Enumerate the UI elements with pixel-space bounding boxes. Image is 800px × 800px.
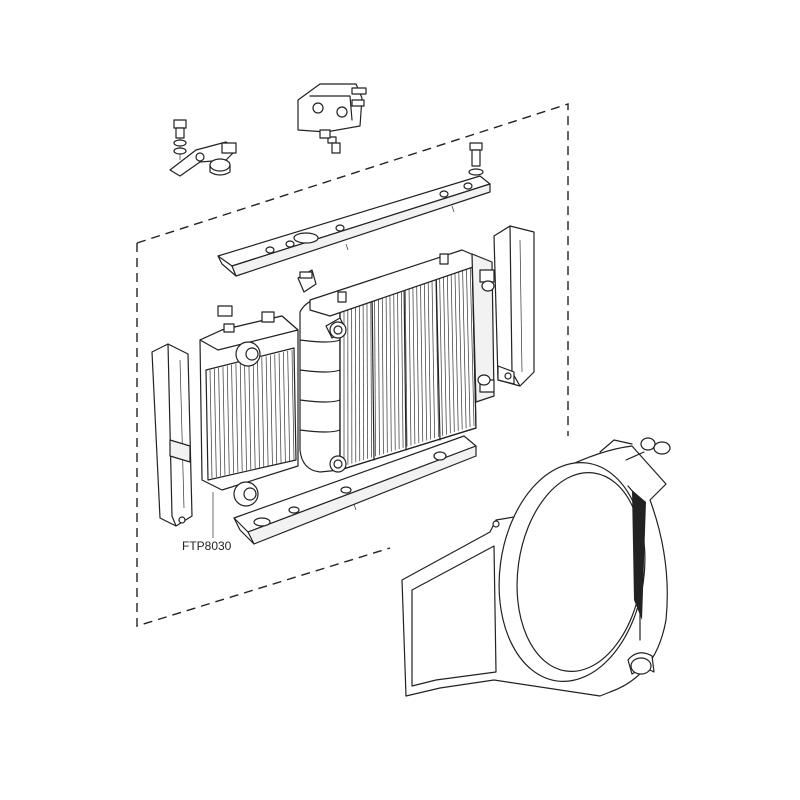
radiator-fin — [454, 261, 459, 431]
radiator-fin — [385, 285, 388, 453]
left-side-baffle — [151, 343, 193, 527]
cooler-fin — [231, 364, 234, 474]
radiator-fin — [469, 255, 475, 427]
cooler-fin — [226, 365, 230, 475]
fan-shroud — [401, 439, 668, 697]
radiator-fin — [431, 269, 435, 439]
cooler-fin — [274, 354, 278, 464]
cooler-fin — [270, 355, 273, 465]
radiator-fin — [408, 277, 412, 446]
radiator-fin — [370, 290, 372, 458]
radiator-fin — [378, 287, 380, 456]
radiator-fin — [423, 271, 428, 441]
cooler-fin — [287, 351, 291, 461]
cooler-fin — [257, 358, 260, 468]
radiator-fin — [400, 279, 404, 448]
radiator-fin — [439, 266, 443, 436]
bottom-support-rail — [233, 435, 477, 545]
radiator-fin — [381, 286, 384, 454]
radiator-fin — [442, 265, 447, 435]
right-side-baffle — [493, 225, 535, 387]
radiator-fin — [393, 282, 396, 451]
cooler-fin — [248, 360, 252, 470]
upper-left-mounting-bracket — [169, 119, 237, 177]
radiator-fin — [420, 273, 424, 442]
radiator-fin — [397, 281, 400, 450]
cooler-fin — [291, 349, 295, 461]
cooler-fin — [252, 359, 256, 469]
cooler-fin — [283, 352, 286, 462]
cooler-fin — [265, 356, 269, 466]
radiator-fin — [462, 258, 467, 429]
radiator-fin — [450, 262, 455, 433]
cooler-fin — [278, 353, 282, 463]
oil-cooler — [199, 305, 299, 507]
radiator-fin — [416, 274, 420, 443]
radiator-fin — [458, 259, 463, 430]
cooler-fin — [213, 368, 217, 478]
radiator-fin — [465, 257, 471, 428]
radiator-fin — [362, 293, 365, 460]
radiator-fin — [404, 278, 408, 447]
cooler-fin — [209, 369, 213, 479]
lower-shroud-clip — [627, 652, 655, 675]
upper-shroud-clip — [625, 437, 671, 461]
top-support-rail — [217, 175, 491, 277]
radiator-fin — [427, 270, 432, 440]
cooler-fin — [235, 363, 239, 473]
cooler-fin — [261, 357, 265, 467]
main-radiator — [297, 249, 495, 473]
cooler-fin — [218, 367, 221, 477]
radiator-fin — [412, 275, 416, 445]
cooler-fin — [244, 361, 247, 471]
upper-center-mounting-bracket — [297, 83, 367, 154]
part-reference-label: FTP8030 — [182, 539, 232, 553]
cooler-fin — [239, 362, 243, 472]
radiator-fin — [446, 263, 451, 434]
cooler-fin — [222, 366, 226, 476]
radiator-fin — [366, 291, 368, 459]
radiator-fin — [374, 289, 376, 457]
assembly-boundary — [136, 103, 569, 627]
radiator-fin — [389, 283, 392, 452]
